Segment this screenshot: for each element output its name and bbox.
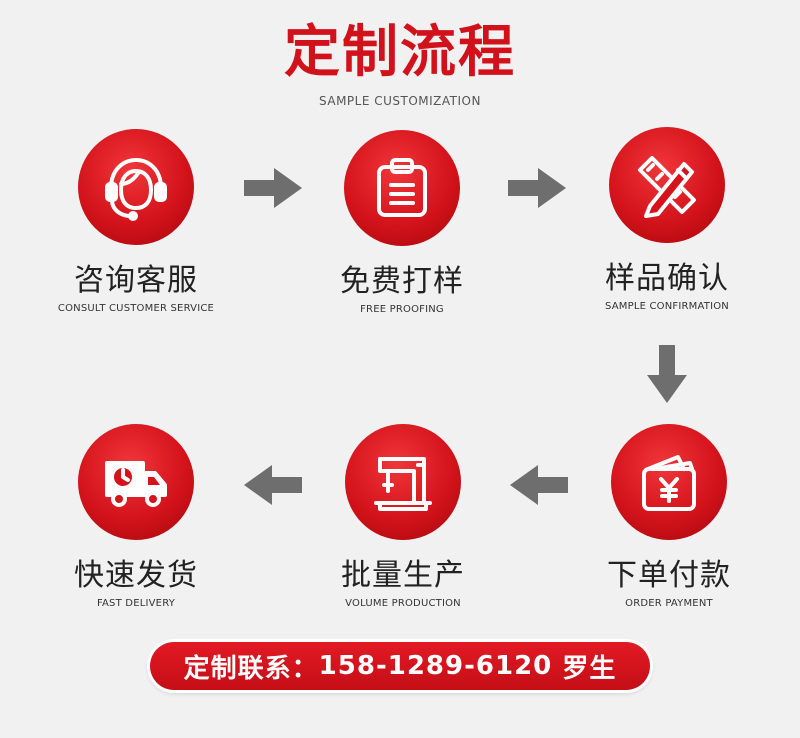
step-sublabel: FAST DELIVERY [96, 598, 176, 609]
step-circle [344, 130, 460, 246]
headset-agent-icon [105, 158, 167, 221]
contact-label: 定制联系： [183, 653, 319, 684]
step-label: 批量生产 [341, 558, 465, 593]
ruler-pencil-icon [638, 156, 696, 218]
delivery-truck-icon [105, 461, 167, 507]
arrow-left-icon [510, 465, 568, 505]
clipboard-icon [377, 158, 427, 217]
step-proofing: 免费打样 FREE PROOFING [302, 130, 502, 315]
page-subtitle: SAMPLE CUSTOMIZATION [319, 94, 481, 108]
step-circle [345, 424, 461, 540]
step-fast-delivery: 快速发货 FAST DELIVERY [36, 424, 236, 609]
page-title: 定制流程 [284, 20, 516, 85]
step-sublabel: FREE PROOFING [360, 304, 444, 315]
step-label: 快速发货 [74, 558, 198, 593]
contact-name: 罗生 [562, 653, 617, 684]
step-volume-production: 批量生产 VOLUME PRODUCTION [303, 424, 503, 609]
step-label: 咨询客服 [74, 263, 198, 298]
step-order-payment: 下单付款 ORDER PAYMENT [569, 424, 769, 609]
step-circle [609, 127, 725, 243]
step-sublabel: CONSULT CUSTOMER SERVICE [57, 303, 215, 314]
contact-phone[interactable]: 158-1289-6120 [318, 651, 553, 681]
step-label: 下单付款 [607, 558, 731, 593]
wallet-yen-icon [642, 455, 696, 511]
step-circle [78, 424, 194, 540]
sewing-machine-icon [374, 457, 432, 511]
step-sublabel: SAMPLE CONFIRMATION [605, 301, 729, 312]
arrow-right-icon [244, 168, 302, 208]
step-circle [78, 129, 194, 245]
step-circle [611, 424, 727, 540]
arrow-down-icon [647, 345, 687, 403]
step-sample-confirmation: 样品确认 SAMPLE CONFIRMATION [567, 127, 767, 312]
arrow-left-icon [244, 465, 302, 505]
contact-banner[interactable]: 定制联系： 158-1289-6120 罗生 [150, 642, 650, 690]
step-label: 样品确认 [605, 261, 729, 296]
step-sublabel: ORDER PAYMENT [625, 598, 713, 609]
step-sublabel: VOLUME PRODUCTION [345, 598, 461, 609]
step-consult: 咨询客服 CONSULT CUSTOMER SERVICE [36, 129, 236, 314]
step-label: 免费打样 [340, 264, 464, 299]
arrow-right-icon [508, 168, 566, 208]
